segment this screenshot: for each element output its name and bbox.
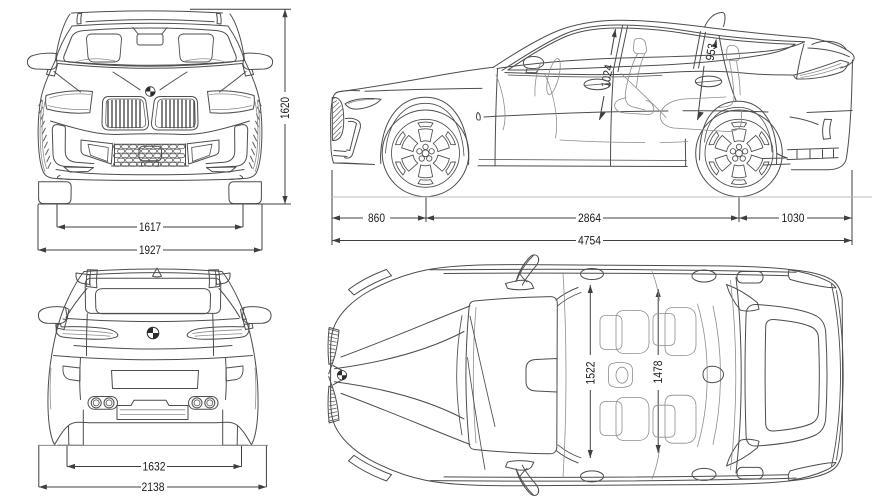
svg-text:2864: 2864 xyxy=(578,211,601,225)
svg-text:2138: 2138 xyxy=(142,480,165,494)
svg-text:4754: 4754 xyxy=(578,234,601,248)
svg-text:1632: 1632 xyxy=(143,460,166,474)
svg-text:1620: 1620 xyxy=(278,97,292,119)
svg-text:1478: 1478 xyxy=(651,360,665,383)
svg-text:953: 953 xyxy=(703,42,720,61)
svg-text:1024: 1024 xyxy=(598,63,616,88)
svg-text:1927: 1927 xyxy=(139,243,161,257)
svg-text:1617: 1617 xyxy=(139,220,161,234)
svg-text:860: 860 xyxy=(368,211,385,225)
svg-text:1522: 1522 xyxy=(583,361,597,384)
svg-text:1030: 1030 xyxy=(782,211,805,225)
